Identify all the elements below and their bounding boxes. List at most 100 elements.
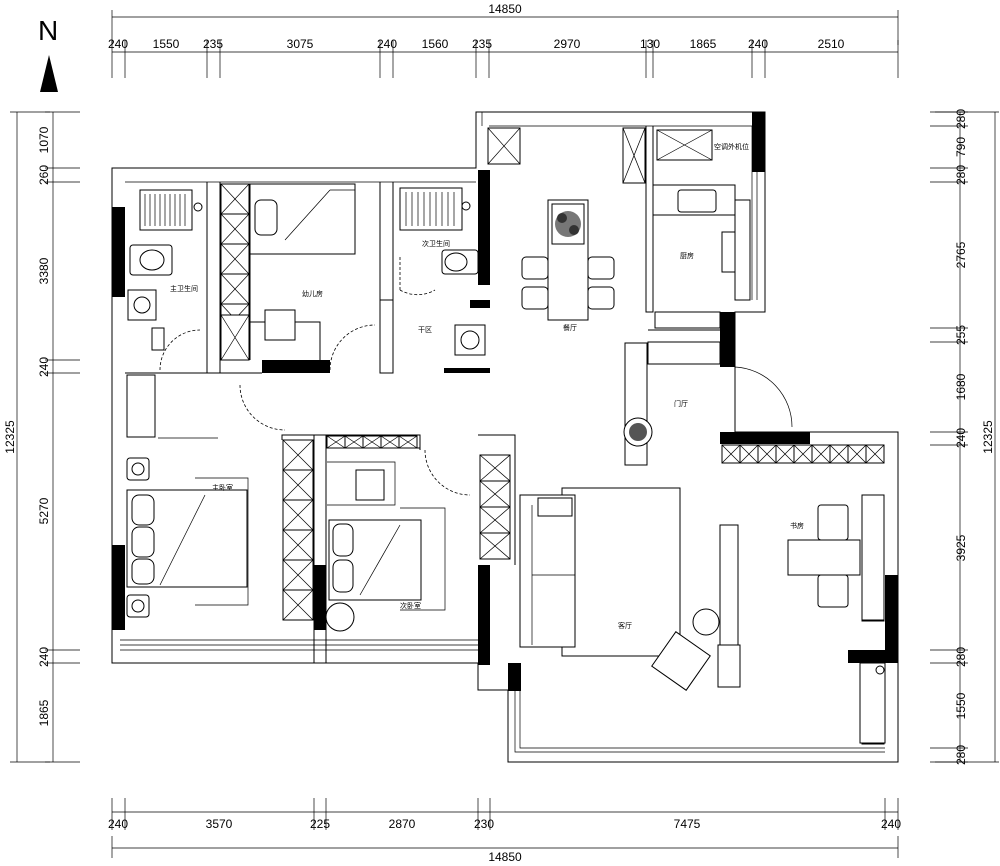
top-dim-11: 240: [748, 37, 768, 51]
room-label-master-bedroom: 主卧室: [212, 483, 233, 492]
wardrobe-second-bedroom-right-cross: [479, 454, 511, 482]
room-label-second-bath: 次卫生间: [422, 239, 450, 248]
wardrobe-master-bedroom-divider-cross: [282, 469, 314, 501]
door-second-bath: [399, 255, 436, 296]
left-dim-1: 1070: [37, 126, 51, 153]
right-total-dim: 12325: [981, 420, 995, 454]
cabinet-living-top-cross: [829, 444, 849, 464]
cabinet-living-top-cross: [739, 444, 759, 464]
cabinet-living-top-cross: [847, 444, 867, 464]
dry-area: 干区: [418, 324, 486, 356]
top-dim-5: 240: [377, 37, 397, 51]
second-bedroom-chair: [355, 469, 385, 501]
top-dimensions: 14850 240 1550 235 3075 240 1560 235 297…: [108, 2, 899, 78]
room-label-study: 书房: [790, 521, 804, 530]
left-dim-4: 240: [37, 357, 51, 377]
bottom-dim-7: 240: [881, 817, 901, 831]
left-dim-3: 3380: [37, 257, 51, 284]
top-dim-3: 235: [203, 37, 223, 51]
study-desk: [787, 539, 861, 576]
left-dim-7: 1865: [37, 699, 51, 726]
wardrobe-master-bath-side-cross: [220, 243, 250, 275]
balcony-cabinet: [859, 662, 886, 744]
wardrobe-master-bath-side-cross: [220, 273, 250, 305]
bottom-dim-3: 225: [310, 817, 330, 831]
top-dim-1: 240: [108, 37, 128, 51]
study-chair-2: [817, 574, 849, 608]
room-label-entrance: 门厅: [674, 399, 688, 408]
bottom-dim-6: 7475: [674, 817, 701, 831]
dining-furniture: 餐厅: [487, 127, 646, 332]
nursery-furniture: 幼儿房: [249, 183, 356, 360]
left-dim-6: 240: [37, 647, 51, 667]
room-label-ac-unit: 空调外机位: [714, 142, 749, 151]
master-bedroom-furniture: 主卧室: [126, 374, 249, 618]
left-dim-2: 260: [37, 165, 51, 185]
tv-cabinet: [719, 524, 739, 646]
bottom-dimensions: 240 3570 225 2870 230 7475 240 14850: [108, 798, 901, 864]
door-entrance: [734, 366, 793, 430]
cabinet-living-top-cross: [865, 444, 885, 464]
right-dim-10: 1550: [954, 692, 968, 719]
cabinet-living-top-cross: [721, 444, 741, 464]
north-arrow-icon: [40, 55, 58, 92]
right-dim-8: 3925: [954, 534, 968, 561]
door-second-bedroom: [424, 449, 471, 496]
right-dim-2: 790: [954, 137, 968, 157]
right-dim-9: 280: [954, 647, 968, 667]
top-total-dim: 14850: [488, 2, 522, 16]
room-label-dry-area: 干区: [418, 326, 432, 334]
study-chair-1: [817, 504, 849, 541]
top-dim-10: 1865: [690, 37, 717, 51]
top-dim-8: 2970: [554, 37, 581, 51]
wardrobe-master-bedroom-divider-cross: [282, 439, 314, 471]
door-master-bedroom: [239, 384, 286, 431]
cabinet-second-bedroom-top-cross: [362, 435, 382, 449]
left-total-dim: 12325: [3, 420, 17, 454]
right-dim-3: 280: [954, 165, 968, 185]
cabinet-second-bedroom-top-cross: [398, 435, 418, 449]
kitchen-sink: [677, 189, 717, 213]
top-dim-9: 130: [640, 37, 660, 51]
doors: [159, 255, 793, 496]
north-arrow: N: [38, 15, 58, 92]
wardrobe-second-bedroom-right-cross: [479, 506, 511, 534]
wardrobe-master-bedroom-divider-cross: [282, 529, 314, 561]
cabinet-second-bedroom-top-cross: [344, 435, 364, 449]
master-bath-fixtures: 主卫生间: [127, 189, 203, 351]
top-dim-7: 235: [472, 37, 492, 51]
entrance-area: 门厅: [623, 341, 721, 447]
north-label: N: [38, 15, 58, 46]
wardrobe-master-bedroom-divider-cross: [282, 499, 314, 531]
room-label-second-bedroom: 次卧室: [400, 601, 421, 610]
room-label-kitchen: 厨房: [680, 251, 694, 260]
cabinet-living-top-cross: [793, 444, 813, 464]
master-wardrobe-left: [126, 374, 156, 438]
wardrobe-nursery-bottom-cross: [220, 314, 250, 361]
right-dim-4: 2765: [954, 241, 968, 268]
wardrobe-master-bath-side-cross: [220, 213, 250, 245]
second-bath-fixtures: 次卫生间: [399, 187, 479, 275]
sofa: [519, 494, 576, 648]
right-dimensions: 280 790 280 2765 255 1680 240 3925 280 1…: [930, 109, 999, 765]
living-side-table: [692, 608, 720, 636]
top-dim-12: 2510: [818, 37, 845, 51]
living-rug: [561, 487, 681, 657]
dining-chair-3: [587, 256, 615, 280]
kitchen-counter: [734, 199, 751, 301]
dining-chair-4: [587, 286, 615, 310]
right-dim-11: 280: [954, 745, 968, 765]
dining-chair-1: [521, 256, 549, 280]
wardrobe-master-bath-side-cross: [220, 183, 250, 215]
study-furniture: 书房: [787, 494, 886, 744]
bottom-dim-5: 230: [474, 817, 494, 831]
kitchen-bottom-cabinet: [654, 311, 721, 329]
shower-tray: [139, 189, 193, 231]
door-nursery: [329, 324, 376, 371]
left-dimensions: 12325 1070 260 3380 240 5270 240 1865: [3, 111, 80, 763]
room-label-master-bath: 主卫生间: [170, 284, 198, 293]
right-dim-5: 255: [954, 325, 968, 345]
room-label-nursery: 幼儿房: [302, 289, 323, 298]
cabinet-second-bedroom-top-cross: [380, 435, 400, 449]
